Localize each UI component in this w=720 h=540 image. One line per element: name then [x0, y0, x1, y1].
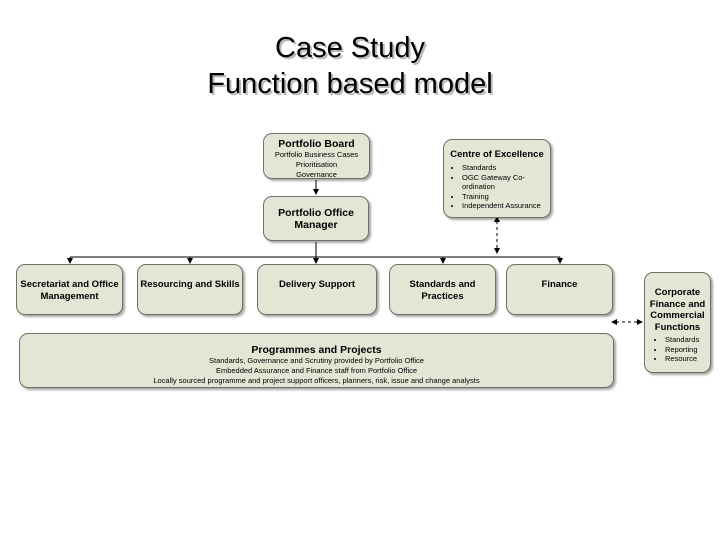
portfolio-board-line: Prioritisation	[295, 160, 338, 169]
function-box-secretariat: Secretariat and Office Management	[16, 264, 123, 315]
centre-of-excellence-box: Centre of Excellence Standards OGC Gatew…	[443, 139, 551, 218]
centre-of-excellence-list: Standards OGC Gateway Co-ordination Trai…	[444, 163, 550, 211]
function-box-finance: Finance	[506, 264, 613, 315]
corporate-functions-heading: Corporate Finance and Commercial Functio…	[649, 287, 706, 333]
title-line-2: Function based model	[207, 68, 493, 100]
portfolio-board-line: Governance	[296, 170, 337, 179]
corporate-functions-list: Standards Reporting Resource	[649, 335, 706, 364]
centre-of-excellence-item: Independent Assurance	[462, 201, 550, 211]
programmes-line: Embedded Assurance and Finance staff fro…	[215, 366, 418, 375]
portfolio-office-manager-heading: Portfolio Office Manager	[278, 207, 354, 231]
function-label: Resourcing and Skills	[140, 279, 240, 290]
function-box-resourcing: Resourcing and Skills	[137, 264, 243, 315]
centre-of-excellence-heading: Centre of Excellence	[450, 149, 544, 160]
centre-of-excellence-item: Training	[462, 192, 550, 202]
title-line-1: Case Study	[275, 32, 425, 64]
function-label: Standards and Practices	[409, 279, 476, 302]
function-label: Finance	[541, 279, 578, 290]
programmes-and-projects-box: Programmes and Projects Standards, Gover…	[19, 333, 614, 388]
corporate-functions-box: Corporate Finance and Commercial Functio…	[644, 272, 711, 373]
centre-of-excellence-item: Standards	[462, 163, 550, 173]
function-label: Delivery Support	[278, 279, 356, 290]
corporate-functions-item: Standards	[665, 335, 706, 345]
portfolio-board-heading: Portfolio Board	[278, 138, 355, 150]
programmes-heading: Programmes and Projects	[251, 344, 382, 356]
function-label: Secretariat and Office Management	[20, 279, 119, 302]
centre-of-excellence-item: OGC Gateway Co-ordination	[462, 173, 550, 192]
portfolio-board-box: Portfolio Board Portfolio Business Cases…	[263, 133, 370, 179]
function-box-standards: Standards and Practices	[389, 264, 496, 315]
corporate-functions-item: Resource	[665, 354, 706, 364]
programmes-line: Standards, Governance and Scrutiny provi…	[209, 356, 424, 365]
portfolio-board-line: Portfolio Business Cases	[274, 150, 359, 159]
page-title: Case Study Function based model	[0, 30, 700, 102]
portfolio-office-manager-box: Portfolio Office Manager	[263, 196, 369, 241]
function-box-delivery-support: Delivery Support	[257, 264, 377, 315]
programmes-line: Locally sourced programme and project su…	[153, 376, 480, 385]
corporate-functions-item: Reporting	[665, 345, 706, 355]
